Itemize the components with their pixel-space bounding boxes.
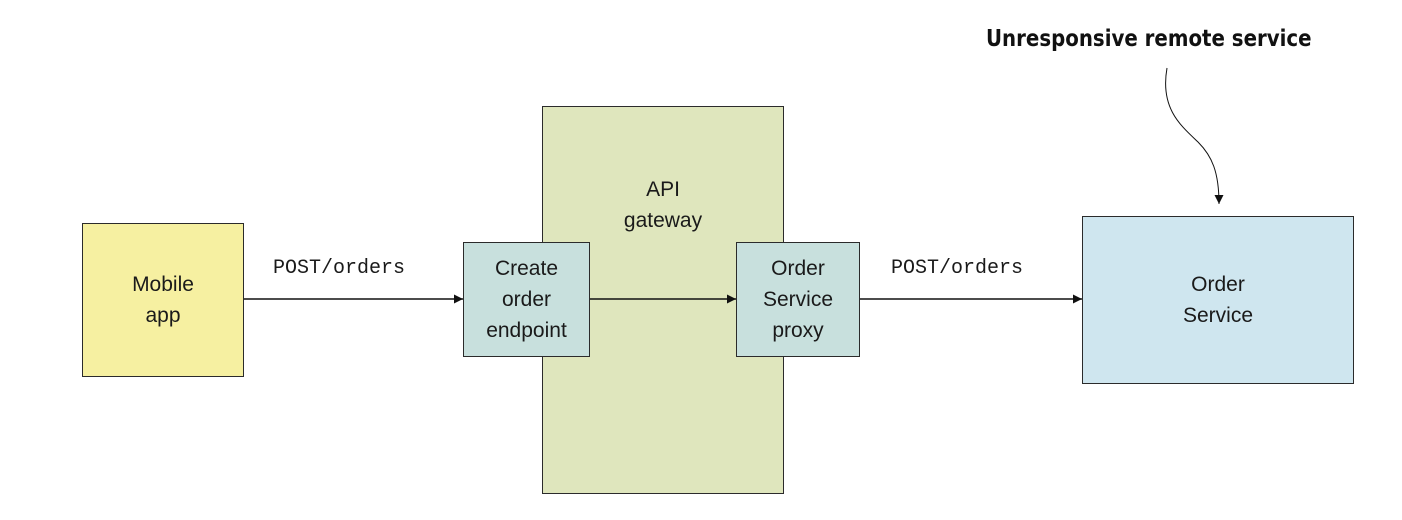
mobile-app-label: Mobile app xyxy=(132,273,194,327)
order-service-box: Order Service xyxy=(1082,216,1354,384)
edge-label-post-orders-2: POST/orders xyxy=(891,257,1024,280)
unresponsive-service-callout: Unresponsive remote service xyxy=(986,26,1312,52)
callout-pointer xyxy=(1165,67,1224,205)
create-order-endpoint-label: Create order endpoint xyxy=(486,257,567,342)
create-order-endpoint-box: Create order endpoint xyxy=(463,242,590,357)
api-gateway-label: API gateway xyxy=(623,178,703,232)
mobile-app-box: Mobile app xyxy=(82,223,244,377)
edge-label-post-orders-1: POST/orders xyxy=(273,257,406,280)
order-service-proxy-box: Order Service proxy xyxy=(736,242,860,357)
order-service-label: Order Service xyxy=(1182,273,1254,327)
order-service-proxy-label: Order Service proxy xyxy=(762,257,834,342)
